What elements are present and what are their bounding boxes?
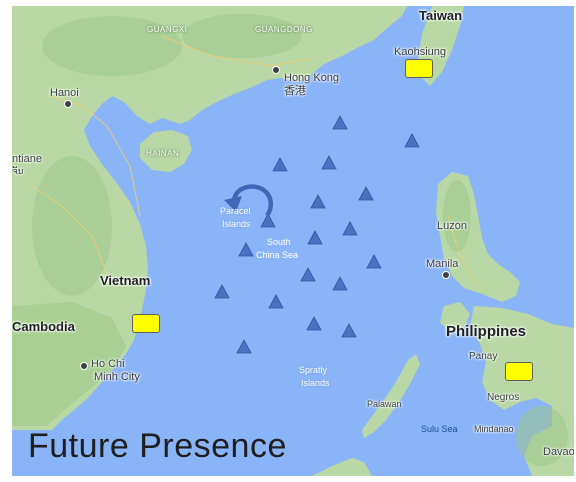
presence-marker-kaohsiung[interactable] [405,59,433,78]
label-spratly: Spratly [299,365,328,375]
landmass-borneo [312,458,372,476]
label-hong-kong-chinese: 香港 [284,85,306,97]
label-vientiane: ntiane [12,153,42,165]
label-spratly-islands: Islands [301,378,330,388]
triangle-marker [321,155,337,170]
label-vientiane-lao: ຈັນ [12,166,24,176]
label-paracel: Paracel [220,206,251,216]
label-paracel-islands: Islands [222,219,251,229]
label-panay: Panay [469,351,498,362]
label-cambodia: Cambodia [12,319,75,334]
label-south: South [267,237,291,247]
triangle-marker [342,221,358,236]
label-china-sea: China Sea [256,250,299,260]
label-sulu-sea: Sulu Sea [421,424,458,434]
label-mindanao: Mindanao [474,424,514,434]
city-dot-ho-chi-minh [80,362,88,370]
road-lines [31,35,477,287]
triangle-marker [332,115,348,130]
triangle-marker [238,242,254,257]
label-palawan: Palawan [367,399,402,409]
deployment-triangles [214,115,420,354]
label-taiwan: Taiwan [419,8,463,23]
curved-arrow-icon [224,184,273,217]
triangle-marker [260,213,276,228]
label-minh-city: Minh City [94,371,140,383]
label-hainan: HAINAN [146,149,180,158]
label-guangdong: GUANGDONG [255,25,313,34]
triangle-marker [358,186,374,201]
label-vietnam: Vietnam [100,273,151,288]
city-dot-manila [442,271,450,279]
presence-marker-vietnam[interactable] [132,314,160,333]
triangle-marker [366,254,382,269]
label-hong-kong: Hong Kong [284,72,340,84]
triangle-marker [306,316,322,331]
triangle-marker [307,230,323,245]
landmass-palawan [362,354,420,438]
triangle-marker [236,339,252,354]
label-kaohsiung: Kaohsiung [394,46,446,58]
map-title: Future Presence [28,427,287,465]
label-negros: Negros [487,392,520,403]
city-dot-hanoi [64,100,72,108]
landmass-mekong [12,302,126,426]
label-ho-chi: Ho Chi [91,358,125,370]
triangle-marker [214,284,230,299]
triangle-marker [404,133,420,148]
triangle-marker [300,267,316,282]
label-philippines: Philippines [446,323,527,340]
landmass-hainan [140,130,192,172]
map[interactable]: Taiwan Kaohsiung GUANGXI GUANGDONG Hong … [12,6,574,476]
label-luzon: Luzon [437,220,467,232]
terrain-shading [32,14,568,466]
label-hanoi: Hanoi [50,87,79,99]
triangle-marker [268,294,284,309]
city-dot-hong-kong [272,66,280,74]
triangle-marker [332,276,348,291]
triangle-marker [272,157,288,172]
triangle-marker [341,323,357,338]
presence-marker-philippines[interactable] [505,362,533,381]
triangle-marker [310,194,326,209]
label-manila: Manila [426,258,459,270]
label-guangxi: GUANGXI [147,25,188,34]
landmass-mindoro [440,302,470,332]
map-canvas [12,6,574,476]
label-davao: Davao [543,446,574,458]
